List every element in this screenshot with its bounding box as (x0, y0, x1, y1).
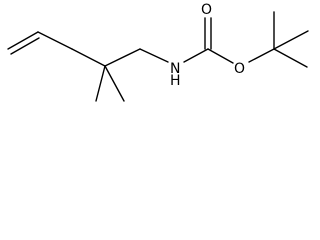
chain-bond-up (104, 48, 141, 67)
nitrogen-atom-label: N (170, 61, 180, 77)
tbutyl-methyl-down (273, 48, 308, 68)
structural-formula: N H O O (7, 2, 309, 102)
oxygen-tert-carbon-bond (248, 48, 275, 63)
chain-bond-to-nitrogen (139, 48, 169, 63)
carbonyl-oxygen-label: O (201, 2, 212, 18)
hydrogen-atom-label: H (170, 73, 181, 89)
n-carbonyl-bond (183, 48, 209, 63)
tbutyl-methyl-right (273, 30, 309, 50)
carbonyl-ester-bond (207, 48, 234, 64)
methyl-bond-right (104, 65, 125, 102)
methyl-bond-left (95, 65, 106, 102)
alkene-bond-outer (7, 31, 39, 50)
chain-bond-to-quaternary (71, 48, 106, 67)
ester-oxygen-label: O (234, 61, 245, 77)
alkene-bond-inner (10, 37, 40, 55)
allyl-bond (37, 31, 73, 50)
